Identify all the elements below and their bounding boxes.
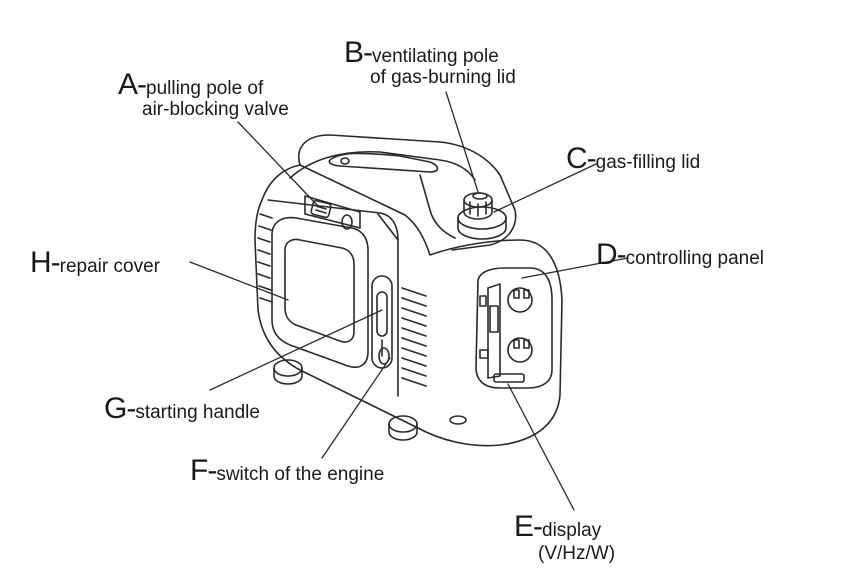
label-g: G-starting handle [104,394,260,424]
label-b-text: ventilating pole [372,46,499,67]
label-c: C-gas-filling lid [566,144,700,174]
label-g-letter: G- [104,392,136,425]
front-right-foot [388,415,418,441]
choke-module [304,195,361,230]
label-f-letter: F- [190,454,217,487]
label-h: H-repair cover [30,248,160,278]
label-a-text-line2: air-blocking valve [142,99,289,120]
generator-body [254,164,563,447]
label-c-text: gas-filling lid [595,152,701,173]
label-d: D-controlling panel [596,240,764,270]
label-b: B-ventilating pole [344,38,499,68]
label-e-letter: E- [514,510,543,543]
label-e-text: display [542,520,602,541]
label-c-letter: C- [566,142,597,175]
front-left-foot [273,359,303,385]
label-b-text-line2: of gas-burning lid [370,67,516,88]
gas-cap [457,192,507,240]
label-h-letter: H- [30,246,61,279]
label-g-text: starting handle [135,402,260,423]
repair-cover [271,216,369,368]
control-panel [475,267,553,389]
right-vents [401,287,427,387]
label-d-letter: D- [596,238,627,271]
label-e: E-display [514,512,601,542]
label-b-letter: B- [344,36,373,69]
starting-handle [371,275,393,369]
top-handle [298,134,517,251]
label-e-text-line2: (V/Hz/W) [538,543,616,564]
label-d-text: controlling panel [625,248,765,269]
label-h-text: repair cover [59,256,160,277]
label-f-text: switch of the engine [216,464,385,485]
label-a-text: pulling pole of [146,78,264,99]
label-a: A-pulling pole of [118,70,263,100]
label-f: F-switch of the engine [190,456,384,486]
label-a-letter: A- [118,68,147,101]
left-vents [257,213,273,303]
leader-lines [189,91,629,511]
